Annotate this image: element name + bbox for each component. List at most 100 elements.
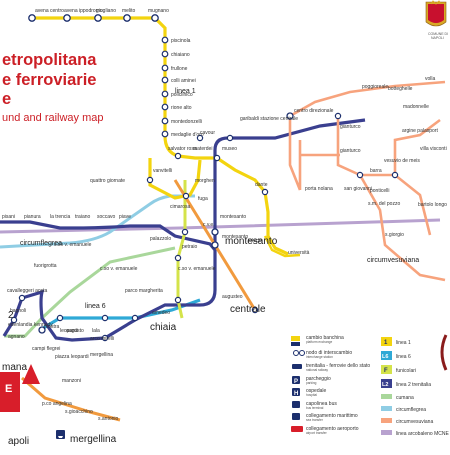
station-node[interactable] [226,134,234,142]
station-poggioreale[interactable]: poggioreale [362,84,388,90]
station-node[interactable] [211,241,219,249]
station-arco-mirelli[interactable]: arco mirelli [90,336,114,342]
station-pisani[interactable]: pisani [2,214,15,220]
station-cavalleggeri[interactable]: cavalleggeri aosta [7,288,48,294]
station-node[interactable] [56,314,64,322]
station-frullone[interactable]: frullone [171,66,188,72]
station-manzoni[interactable]: manzoni [62,378,81,384]
station-node[interactable] [101,334,109,342]
station-salvator-rosa[interactable]: salvator rosa [168,146,197,152]
station-node[interactable] [251,306,259,314]
station-node[interactable] [181,228,189,236]
station-node[interactable] [63,14,71,22]
station-cavour[interactable]: cavour [200,130,215,136]
station-cve[interactable]: c.v.e. [203,222,215,228]
station-soccavo[interactable]: soccavo [97,214,116,220]
station-fuorigrotta[interactable]: fuorigrotta [34,263,57,269]
station-materdei[interactable]: materdei [193,146,212,152]
station-augusteo[interactable]: augusteo [222,294,243,300]
station-agnano[interactable]: agnano [8,334,25,340]
station-lala[interactable]: lala [92,328,100,334]
station-bartolo-longo[interactable]: bartolo longo [418,202,447,208]
station-montedonzelli[interactable]: montedonzelli [171,119,202,125]
station-node[interactable] [123,14,131,22]
station-augusto[interactable]: augusto [66,328,84,334]
station-node[interactable] [211,228,219,236]
station-morghen[interactable]: morghen [195,178,215,184]
station-ponticelli[interactable]: ponticelli [370,188,389,194]
station-node[interactable] [161,76,169,84]
station-corso-v-emanuele-b[interactable]: c.so v. emanuele [100,266,138,272]
station-node[interactable] [286,112,294,120]
station-traiano[interactable]: traiano [75,214,91,220]
station-avena-centro[interactable]: avena centro [35,8,64,14]
station-node[interactable] [174,254,182,262]
station-melito[interactable]: melito [122,8,136,14]
station-porta-nolana[interactable]: porta nolana [305,186,333,192]
station-medaglie-doro[interactable]: medaglie d'oro [171,132,204,138]
station-colli-aminei[interactable]: colli aminei [171,78,196,84]
station-sm-del-pozzo[interactable]: s.m. del pozzo [368,201,400,207]
station-toledo[interactable]: toledo [248,238,262,244]
station-node[interactable] [10,316,18,324]
station-volla[interactable]: volla [425,76,436,82]
station-botteghelle[interactable]: botteghelle [388,86,413,92]
station-mostra[interactable]: mostra [44,324,60,330]
station-node[interactable] [161,130,169,138]
station-centro-direzionale[interactable]: centro direzionale [294,108,334,114]
station-node[interactable] [213,154,221,162]
station-node[interactable] [28,14,36,22]
station-node[interactable] [356,171,364,179]
station-sant-antonio[interactable]: s.antonio [98,416,119,422]
station-san-giovanni[interactable]: san giovanni [344,186,372,192]
station-campi-flegrei[interactable]: campi flegrei [32,346,60,352]
station-node[interactable] [161,117,169,125]
station-montesanto-small[interactable]: montesanto [220,214,246,220]
station-mugnano[interactable]: mugnano [148,8,169,14]
station-piscinola[interactable]: piscinola [171,38,191,44]
station-node[interactable] [161,36,169,44]
station-amedeo[interactable]: amedeo [152,310,170,316]
station-barra[interactable]: barra [370,168,382,174]
station-giugliano[interactable]: giugliano [96,8,116,14]
station-fuga[interactable]: fuga [198,196,208,202]
station-node[interactable] [196,134,204,142]
station-node[interactable] [174,296,182,304]
station-node[interactable] [174,152,182,160]
station-palazzolo[interactable]: palazzolo [150,236,171,242]
station-la-trencia[interactable]: la trencia [50,214,71,220]
station-petraio[interactable]: petraio [182,244,198,250]
station-bagnoli[interactable]: bagnoli [10,308,26,314]
station-parco-angelina[interactable]: p.co angelina [42,401,72,407]
station-edenlandia[interactable]: edenlandia kennedy [8,322,53,328]
station-pianura[interactable]: pianura [24,214,41,220]
station-node[interactable] [161,103,169,111]
station-node[interactable] [131,314,139,322]
station-node[interactable] [182,192,190,200]
station-node[interactable] [151,14,159,22]
station-node[interactable] [146,176,154,184]
station-dante[interactable]: dante [255,182,268,188]
station-madonnelle[interactable]: madonnelle [403,104,429,110]
station-garibaldi[interactable]: garibaldi stazione centrale [240,116,298,122]
station-avena-ippodromo[interactable]: avena ippodromo [64,8,103,14]
station-node[interactable] [391,171,399,179]
station-node[interactable] [261,188,269,196]
station-node[interactable] [161,50,169,58]
station-node[interactable] [18,294,26,302]
station-policlinico[interactable]: policlinico [171,92,193,98]
station-node[interactable] [94,14,102,22]
station-leopardi[interactable]: leopardi [60,328,78,334]
station-corso-v-emanuele-c[interactable]: c.so v. emanuele [54,242,92,248]
station-corso-v-emanuele-f[interactable]: c.so v. emanuele [178,266,216,272]
station-museo[interactable]: museo [222,146,237,152]
station-argine[interactable]: argine palasport [402,128,438,134]
station-vanvitelli[interactable]: vanvitelli [153,168,172,174]
station-quattro-giornate[interactable]: quattro giornate [90,178,125,184]
station-universita[interactable]: università [288,250,310,256]
station-chiaiano[interactable]: chiaiano [171,52,190,58]
station-node[interactable] [38,326,46,334]
station-parco-margherita[interactable]: parco margherita [125,288,163,294]
station-mergellina-l2[interactable]: mergellina [90,352,113,358]
station-gianturco-l2[interactable]: gianturco [340,124,361,130]
